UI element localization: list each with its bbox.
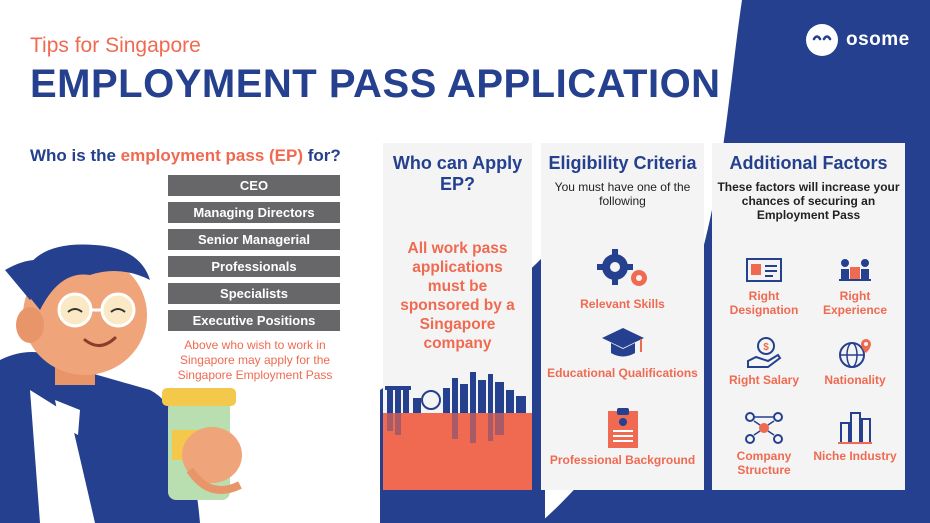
- additional-subtitle: These factors will increase your chances…: [717, 180, 900, 222]
- factor-right-experience: Right Experience: [807, 257, 903, 317]
- osome-logo-icon: [806, 24, 838, 56]
- brand-name: osome: [846, 29, 910, 50]
- criterion-label: Professional Background: [549, 453, 696, 467]
- role-professionals: Professionals: [168, 256, 340, 277]
- man-with-coffee-illustration: [0, 244, 242, 523]
- criterion-professional-background: Professional Background: [541, 407, 704, 467]
- who-question: Who is the employment pass (EP) for?: [30, 146, 341, 166]
- gears-icon: [541, 245, 704, 291]
- factor-label: Company Structure: [736, 449, 792, 477]
- roles-note: Above who wish to work in Singapore may …: [177, 338, 333, 382]
- svg-text:$: $: [763, 342, 769, 353]
- factor-label: Right Salary: [728, 373, 800, 387]
- role-senior-managerial: Senior Managerial: [168, 229, 340, 250]
- resume-clipboard-icon: [541, 407, 704, 449]
- org-structure-icon: [716, 411, 812, 445]
- globe-pin-icon: [807, 337, 903, 369]
- factor-label: Right Designation: [729, 289, 799, 317]
- criterion-label: Educational Qualifications: [547, 366, 698, 380]
- criterion-relevant-skills: Relevant Skills: [541, 245, 704, 311]
- role-specialists: Specialists: [168, 283, 340, 304]
- factor-label: Niche Industry: [813, 449, 897, 463]
- roles-list: CEO Managing Directors Senior Managerial…: [168, 175, 340, 337]
- additional-factors-card: Additional Factors These factors will in…: [712, 143, 905, 490]
- eligibility-title: Eligibility Criteria: [548, 153, 697, 173]
- criterion-educational-qualifications: Educational Qualifications: [541, 326, 704, 380]
- factor-nationality: Nationality: [807, 337, 903, 387]
- additional-title: Additional Factors: [729, 153, 888, 173]
- tips-subtitle: Tips for Singapore: [30, 34, 201, 57]
- buildings-icon: [807, 411, 903, 445]
- question-highlight: employment pass (EP): [120, 146, 303, 165]
- factor-label: Right Experience: [822, 289, 888, 317]
- singapore-skyline-icon: [383, 372, 532, 490]
- osome-logo[interactable]: osome: [806, 24, 910, 56]
- who-can-apply-title: Who can Apply EP?: [392, 153, 523, 194]
- page-title: EMPLOYMENT PASS APPLICATION: [30, 62, 721, 106]
- salary-hand-icon: $: [716, 337, 812, 369]
- factor-label: Nationality: [824, 373, 886, 387]
- role-managing-directors: Managing Directors: [168, 202, 340, 223]
- factor-right-salary: $ Right Salary: [716, 337, 812, 387]
- who-can-apply-card: Who can Apply EP? All work pass applicat…: [383, 143, 532, 490]
- eligibility-subtitle: You must have one of the following: [554, 180, 691, 208]
- eligibility-card: Eligibility Criteria You must have one o…: [541, 143, 704, 490]
- factor-right-designation: Right Designation: [716, 257, 812, 317]
- role-ceo: CEO: [168, 175, 340, 196]
- who-can-apply-body: All work pass applications must be spons…: [400, 240, 515, 352]
- factor-company-structure: Company Structure: [716, 411, 812, 477]
- graduation-cap-icon: [541, 326, 704, 362]
- question-part-2: for?: [303, 146, 341, 165]
- criterion-label: Relevant Skills: [580, 297, 665, 311]
- factor-niche-industry: Niche Industry: [807, 411, 903, 463]
- id-card-icon: [716, 257, 812, 283]
- question-part-1: Who is the: [30, 146, 121, 165]
- role-executive-positions: Executive Positions: [168, 310, 340, 331]
- meeting-icon: [807, 257, 903, 283]
